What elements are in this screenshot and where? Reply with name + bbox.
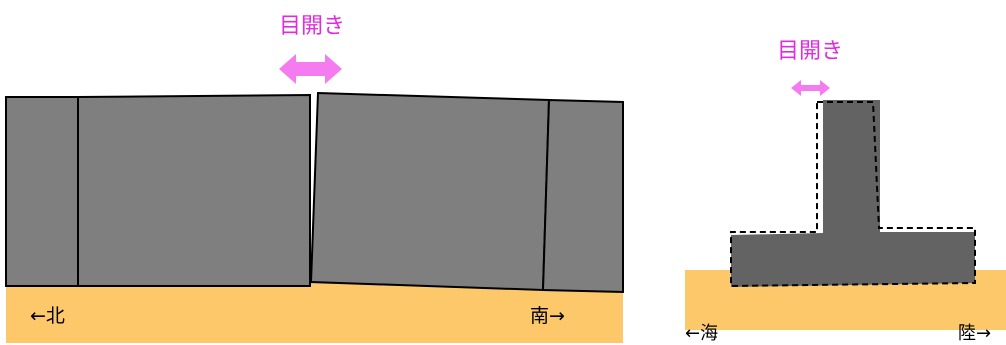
south-label: 南→: [530, 305, 565, 327]
wall-original-outline: [730, 101, 976, 288]
gap-arrow-right: [791, 80, 830, 96]
left-panel: 目開き ←北 南→: [5, 14, 624, 343]
right-panel: 目開き ←海 陸→: [685, 39, 1006, 344]
gap-label-right: 目開き: [777, 39, 843, 64]
ground-left: [6, 283, 623, 343]
sea-label: ←海: [685, 323, 718, 344]
gap-arrow-left: [279, 54, 342, 84]
block-2: [77, 93, 311, 287]
block-4: [541, 98, 624, 294]
north-label: ←北: [30, 305, 65, 327]
block-1: [5, 96, 79, 287]
land-label: 陸→: [958, 323, 991, 344]
block-3: [309, 91, 551, 292]
wall-section: [731, 100, 975, 287]
gap-label-left: 目開き: [279, 14, 345, 39]
